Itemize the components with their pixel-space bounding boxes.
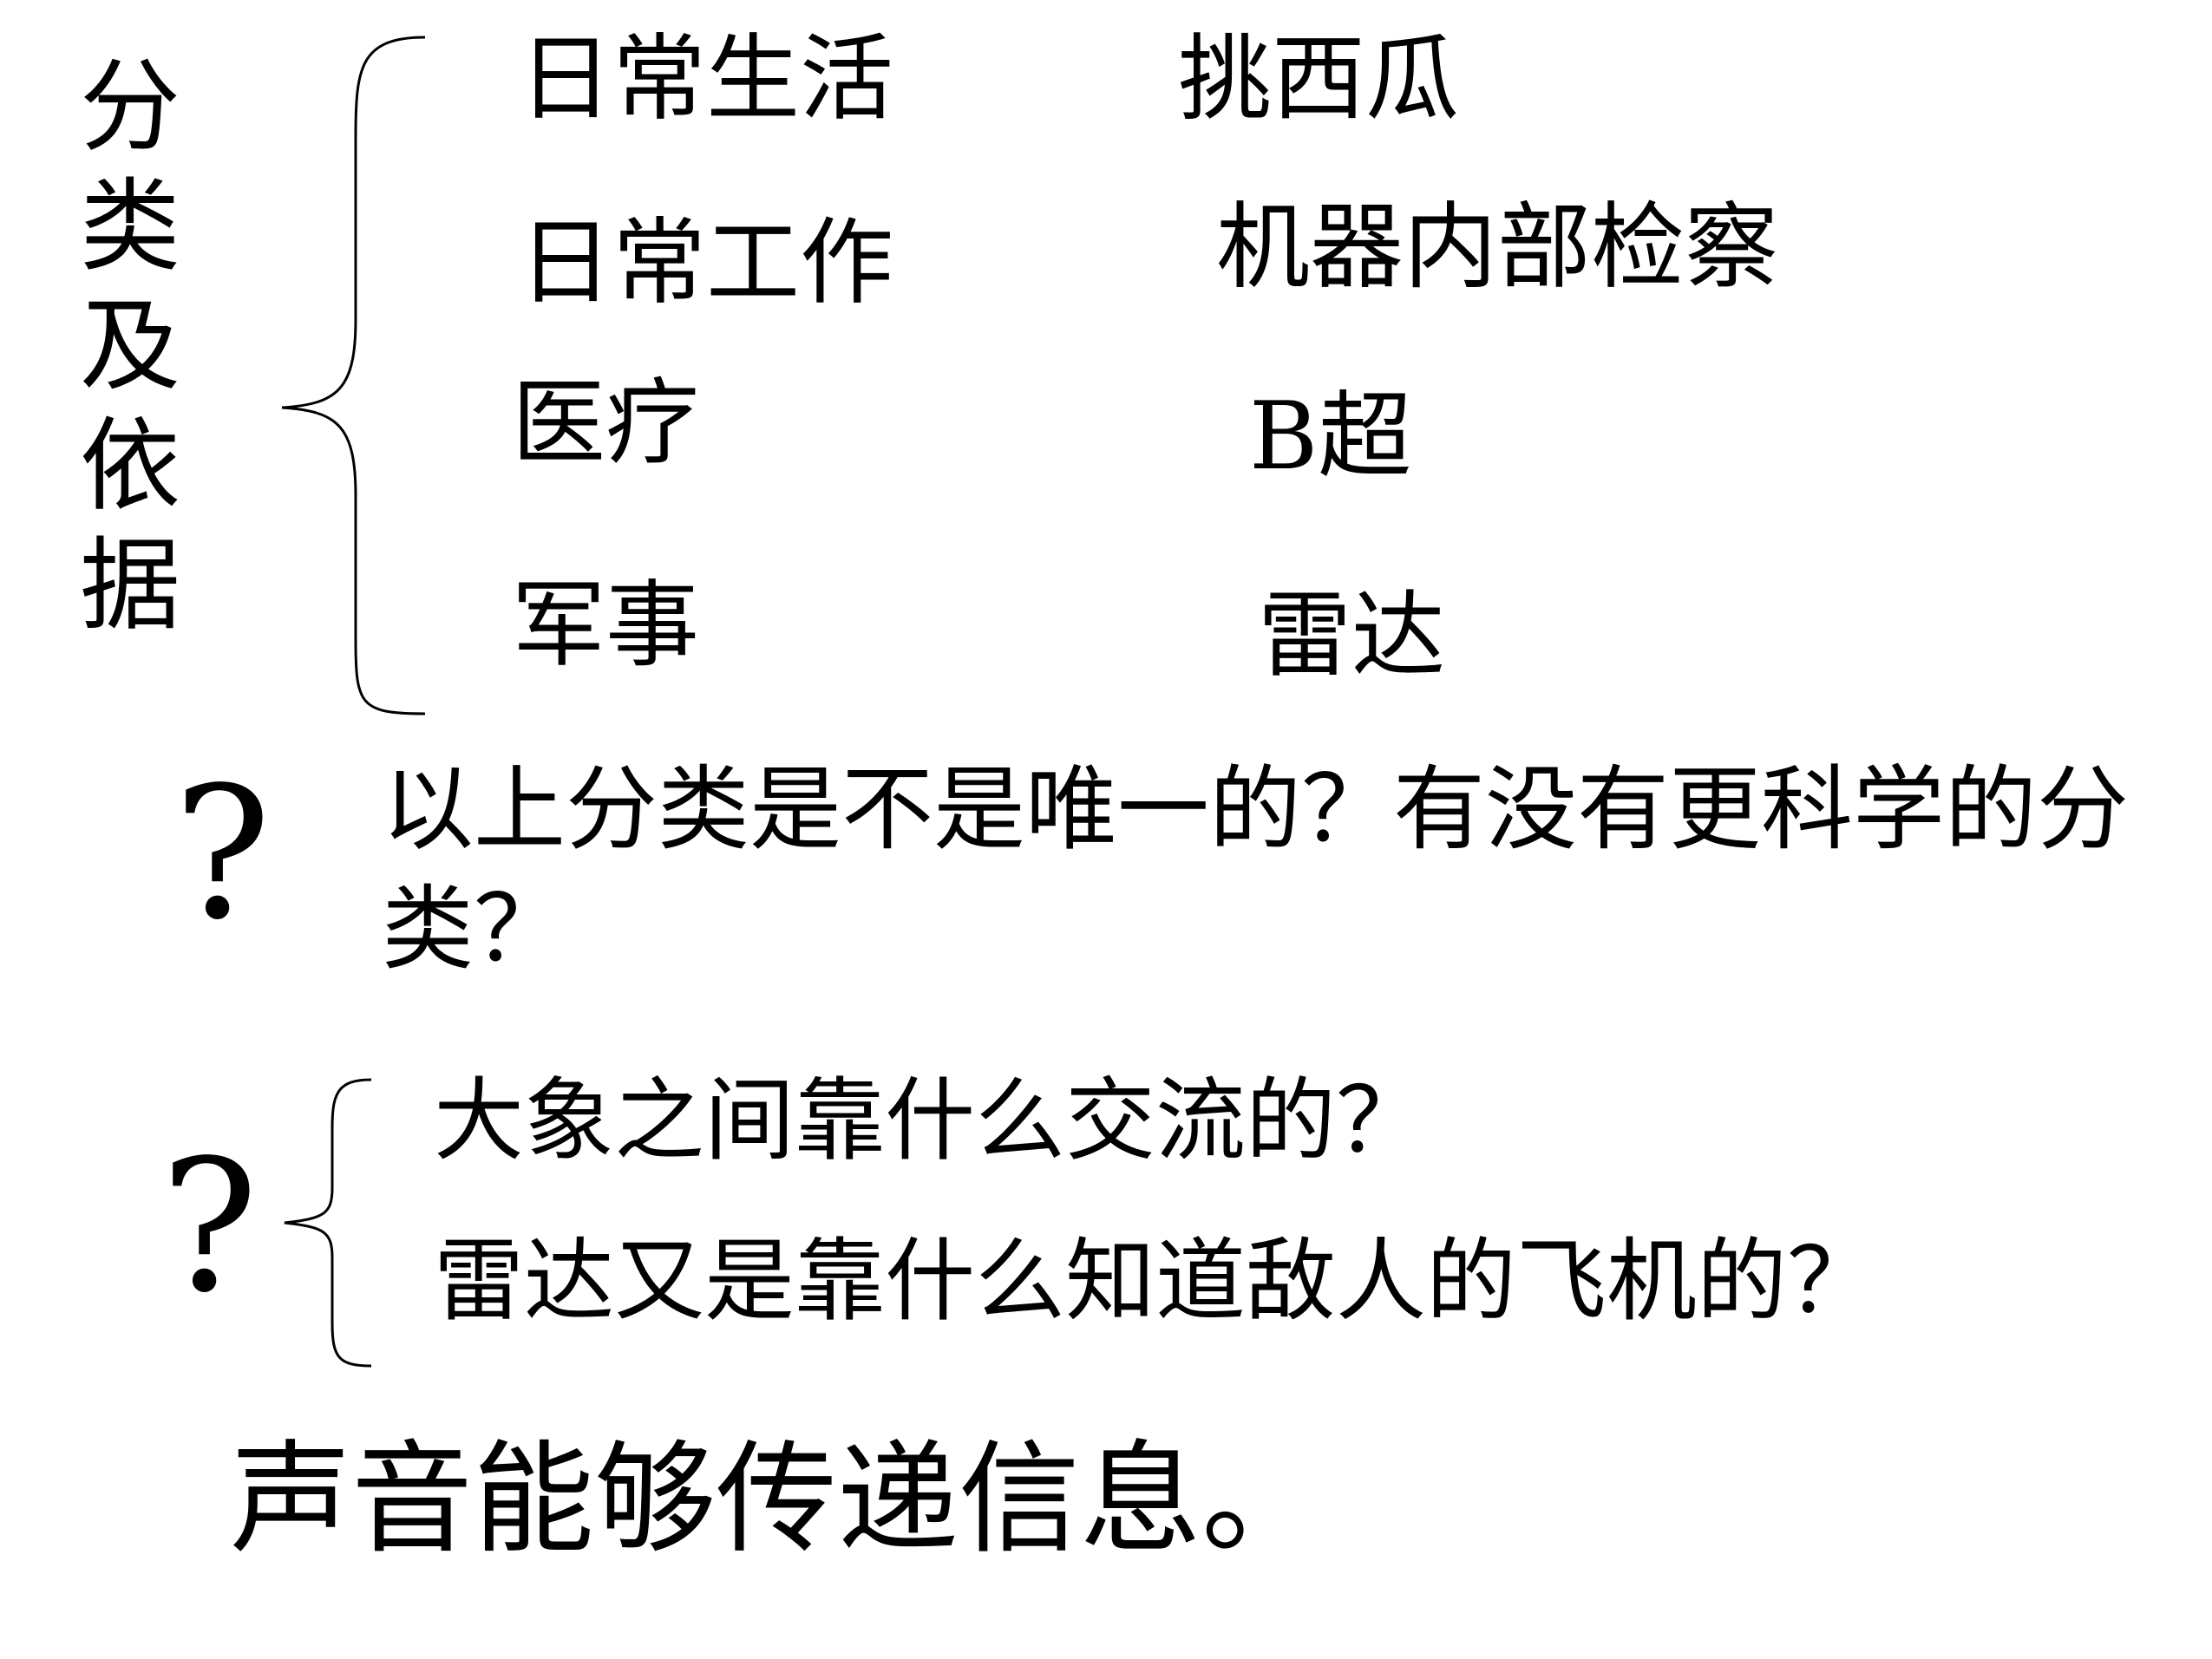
category-brace xyxy=(281,36,426,715)
category-field-3: 医疗 xyxy=(512,369,700,478)
category-example-3: B超 xyxy=(1249,382,1412,491)
conclusion-text: 声音能够传递信息。 xyxy=(230,1429,1324,1571)
side-label: 分类及依据 xyxy=(80,49,180,644)
category-example-1: 挑西瓜 xyxy=(1178,25,1460,134)
question-1-text: 以上分类是不是唯一的？有没有更科学的分类？ xyxy=(382,756,2129,983)
question-2-item-2: 雷达又是靠什么知道敌人的飞机的？ xyxy=(434,1228,1878,1334)
category-field-4: 军事 xyxy=(512,572,700,680)
question-mark-2: ? xyxy=(160,1120,259,1333)
category-field-1: 日常生活 xyxy=(519,25,894,134)
category-example-4: 雷达 xyxy=(1258,582,1446,690)
question-brace xyxy=(284,1078,372,1368)
category-example-2: 机器内部检察 xyxy=(1216,193,1779,302)
question-2-item-1: 大象之间靠什么交流的？ xyxy=(434,1068,1427,1173)
question-mark-1: ? xyxy=(173,748,272,960)
category-field-2: 日常工作 xyxy=(519,209,894,317)
